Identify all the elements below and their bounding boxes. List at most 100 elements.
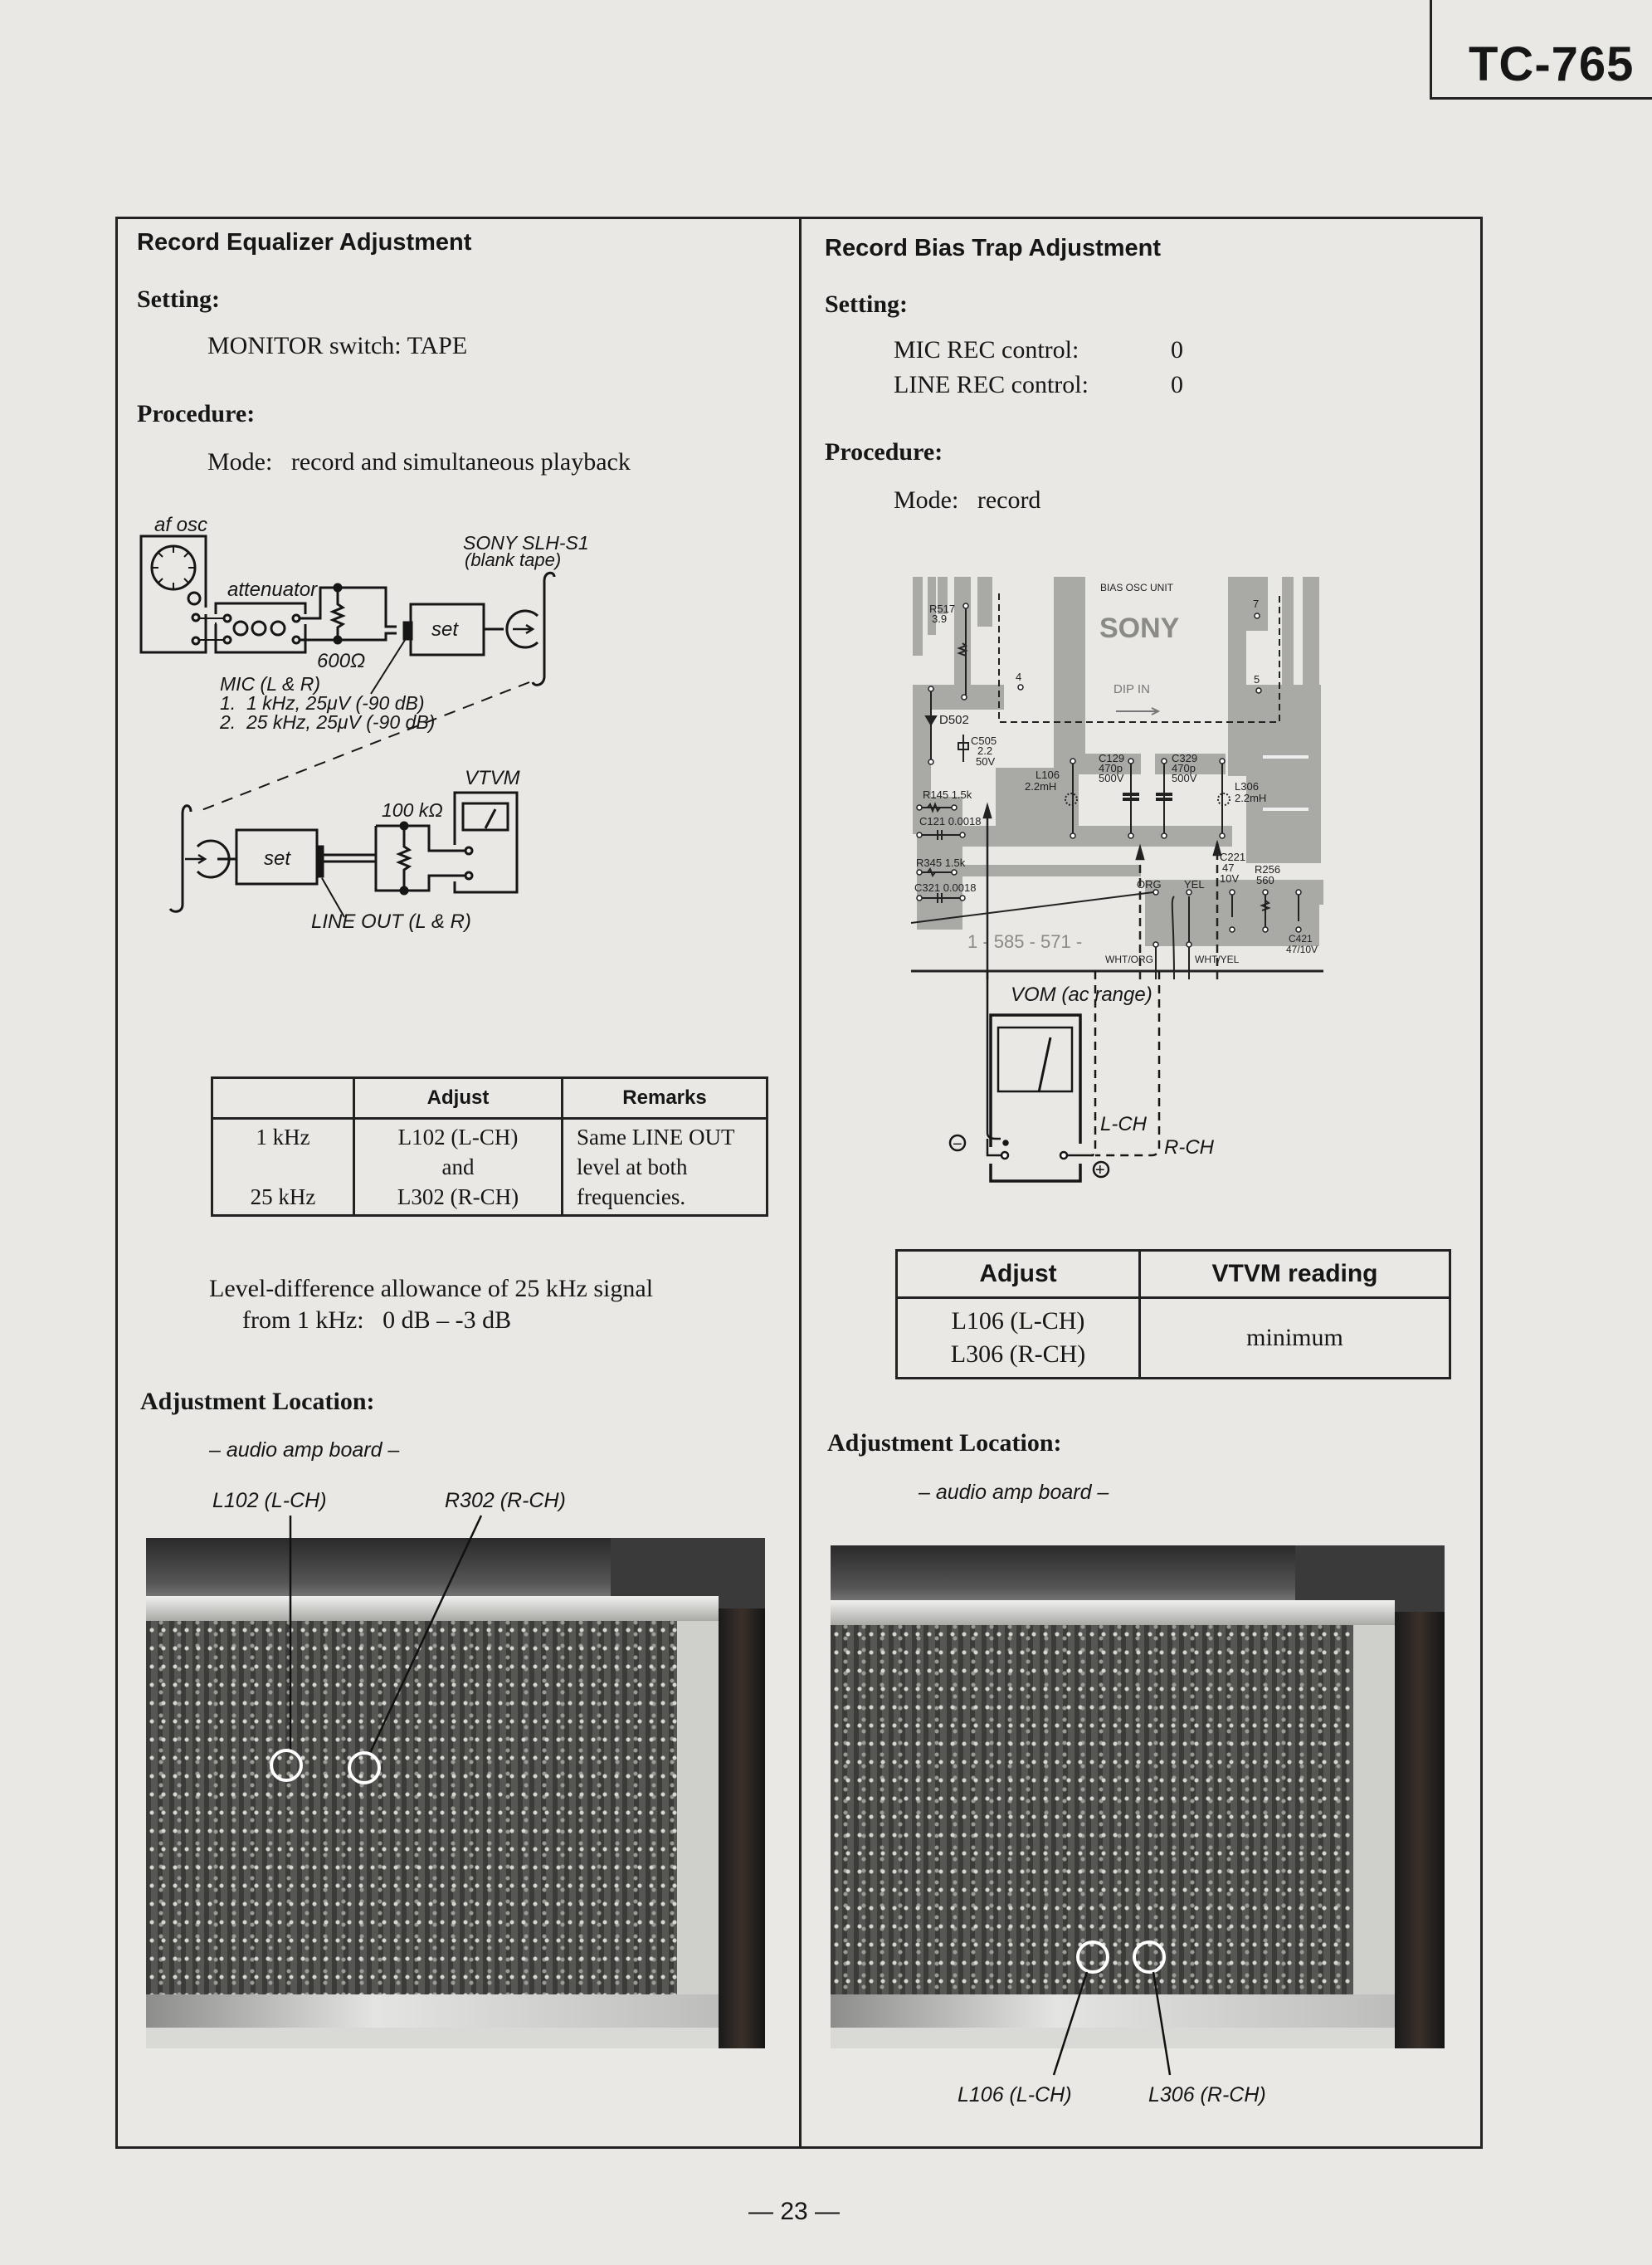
table-cell-adjust: L102 (L-CH) and L302 (R-CH)	[353, 1117, 563, 1217]
pcb-org: ORG	[1137, 878, 1162, 891]
pcb-pads	[916, 603, 1302, 948]
pcb-c129-value-2: 500V	[1099, 772, 1124, 784]
table-header-row: Adjust Remarks	[211, 1076, 768, 1120]
setting-line-rec-value: 0	[1171, 371, 1183, 398]
setting-mic-rec-value: 0	[1171, 336, 1183, 364]
procedure-heading-right: Procedure:	[825, 438, 943, 466]
l-ch-probe-line	[1090, 971, 1097, 1157]
r-ch-label: R-CH	[1164, 1136, 1215, 1159]
callout-l106: L106 (L-CH)	[958, 2083, 1072, 2106]
procedure-mode: Mode: record and simultaneous playback	[207, 448, 631, 476]
remarks-3: frequencies.	[577, 1184, 686, 1209]
pcb-part-number: 1 - 585 - 571 -	[967, 931, 1082, 952]
pcb-r345: R345 1.5k	[916, 857, 966, 869]
pcb-l106-value: 2.2mH	[1025, 780, 1056, 793]
remarks-1: Same LINE OUT	[577, 1125, 735, 1150]
plus-sign: +	[1095, 1161, 1105, 1179]
table-header-blank	[211, 1076, 355, 1120]
board-name: – audio amp board –	[209, 1438, 400, 1462]
pcb-r256-value: 560	[1256, 874, 1274, 886]
allowance-line-1: Level-difference allowance of 25 kHz sig…	[209, 1275, 654, 1302]
table-header-adjust: Adjust	[353, 1076, 563, 1120]
column-divider	[799, 217, 802, 2149]
bias-trap-adjust-table: Adjust VTVM reading L106 (L-CH) L306 (R-…	[895, 1249, 1451, 1379]
setting-mic-rec-label: MIC REC control:	[894, 336, 1079, 364]
pcb-r256: R256	[1255, 863, 1280, 876]
pcb-r517: R517	[929, 603, 955, 615]
table-row: 1 kHz 25 kHz L102 (L-CH) and L302 (R-CH)…	[211, 1117, 768, 1217]
table-cell-remarks: Same LINE OUT level at both frequencies.	[561, 1117, 768, 1217]
pcb-wht-org: WHT/ORG	[1105, 954, 1153, 965]
callout-l102: L102 (L-CH)	[212, 1489, 327, 1512]
line-out-label: LINE OUT (L & R)	[311, 910, 471, 933]
audio-amp-board-photo-left	[146, 1538, 765, 2048]
frequency-2: 25 kHz	[250, 1184, 316, 1209]
vtvm-label: VTVM	[465, 767, 520, 789]
minus-sign: −	[953, 1135, 962, 1154]
pcb-copper-areas	[913, 577, 1323, 946]
attenuator-icon	[199, 602, 307, 654]
equalizer-adjust-table: Adjust Remarks 1 kHz 25 kHz L102 (L-CH) …	[211, 1076, 768, 1217]
adjust-l106: L106 (L-CH)	[951, 1307, 1085, 1335]
procedure-heading: Procedure:	[137, 400, 256, 427]
pcb-c421-value: 47/10V	[1286, 944, 1318, 955]
adjust-and: and	[441, 1154, 475, 1179]
bias-osc-pcb-diagram: BIAS OSC UNIT SONY DIP IN 4 5 7 R517 3.9…	[910, 577, 1323, 979]
tape-reel-bottom-icon	[168, 804, 236, 913]
pcb-l106: L106	[1036, 769, 1060, 781]
adjustment-location-heading: Adjustment Location:	[140, 1388, 375, 1415]
section-title-record-equalizer: Record Equalizer Adjustment	[137, 229, 472, 256]
pcb-c221: C221	[1220, 851, 1245, 863]
pcb-c329-value-2: 500V	[1172, 772, 1197, 784]
setting-heading-right: Setting:	[825, 290, 908, 318]
table-header-vtvm-reading: VTVM reading	[1138, 1249, 1451, 1299]
model-header-box	[1430, 0, 1652, 100]
pcb-c505: C505	[971, 735, 997, 747]
set-bottom-label: set	[264, 847, 291, 870]
table-header-row: Adjust VTVM reading	[895, 1249, 1451, 1299]
resistor-600-icon	[300, 583, 397, 645]
pcb-l306-value: 2.2mH	[1235, 792, 1266, 804]
set-top-label: set	[431, 618, 459, 641]
vom-connection-diagram: VOM (ac range) − + L-CH R-CH	[948, 971, 1215, 1183]
resistor-100k-icon	[315, 821, 465, 896]
adjust-2: L302 (R-CH)	[397, 1184, 519, 1209]
adjustment-location-heading-right: Adjustment Location:	[827, 1429, 1062, 1457]
setting-monitor-switch: MONITOR switch: TAPE	[207, 332, 468, 359]
pcb-c505-value-1: 2.2	[977, 744, 992, 757]
pcb-pin-7: 7	[1253, 598, 1259, 610]
pcb-yel: YEL	[1184, 878, 1205, 891]
pcb-c329: C329	[1172, 752, 1197, 764]
attenuator-label: attenuator	[227, 578, 318, 601]
mic-signal-2: 2. 25 kHz, 25μV (-90 dB)	[219, 711, 435, 733]
pcb-c129: C129	[1099, 752, 1124, 764]
model-number: TC-765	[1469, 37, 1635, 91]
dip-in-arrow-icon	[1116, 707, 1161, 715]
setting-line-rec-label: LINE REC control:	[894, 371, 1089, 398]
pcb-c505-value-2: 50V	[976, 755, 995, 768]
pcb-c329-value-1: 470p	[1172, 762, 1196, 774]
pcb-r145: R145 1.5k	[923, 788, 972, 801]
callout-r302: R302 (R-CH)	[445, 1489, 566, 1512]
mic-pointer-line	[370, 637, 407, 695]
pcb-l306: L306	[1235, 780, 1259, 793]
section-title-record-bias-trap: Record Bias Trap Adjustment	[825, 235, 1162, 261]
resistor-100k-label: 100 kΩ	[382, 799, 443, 821]
pcb-d502: D502	[939, 713, 969, 727]
vom-meter-icon	[986, 1013, 1094, 1183]
pcb-slot	[1263, 755, 1308, 759]
table-cell-adjust: L106 (L-CH) L306 (R-CH)	[895, 1296, 1141, 1379]
l-ch-label: L-CH	[1100, 1113, 1148, 1135]
pcb-c121: C121 0.0018	[919, 815, 981, 827]
pcb-brand-logo: SONY	[1099, 613, 1180, 644]
pcb-pin-4: 4	[1016, 671, 1021, 683]
adjust-l306: L306 (R-CH)	[950, 1340, 1086, 1368]
callout-l306: L306 (R-CH)	[1148, 2083, 1266, 2106]
pcb-c221-value-2: 10V	[1220, 872, 1239, 885]
pcb-c321: C321 0.0018	[914, 881, 976, 894]
line-out-pointer-line	[321, 877, 345, 918]
af-oscillator-icon	[139, 535, 207, 654]
table-cell-frequency: 1 kHz 25 kHz	[211, 1117, 355, 1217]
pcb-dip-in: DIP IN	[1114, 682, 1150, 696]
probe-arrows	[982, 802, 1222, 979]
